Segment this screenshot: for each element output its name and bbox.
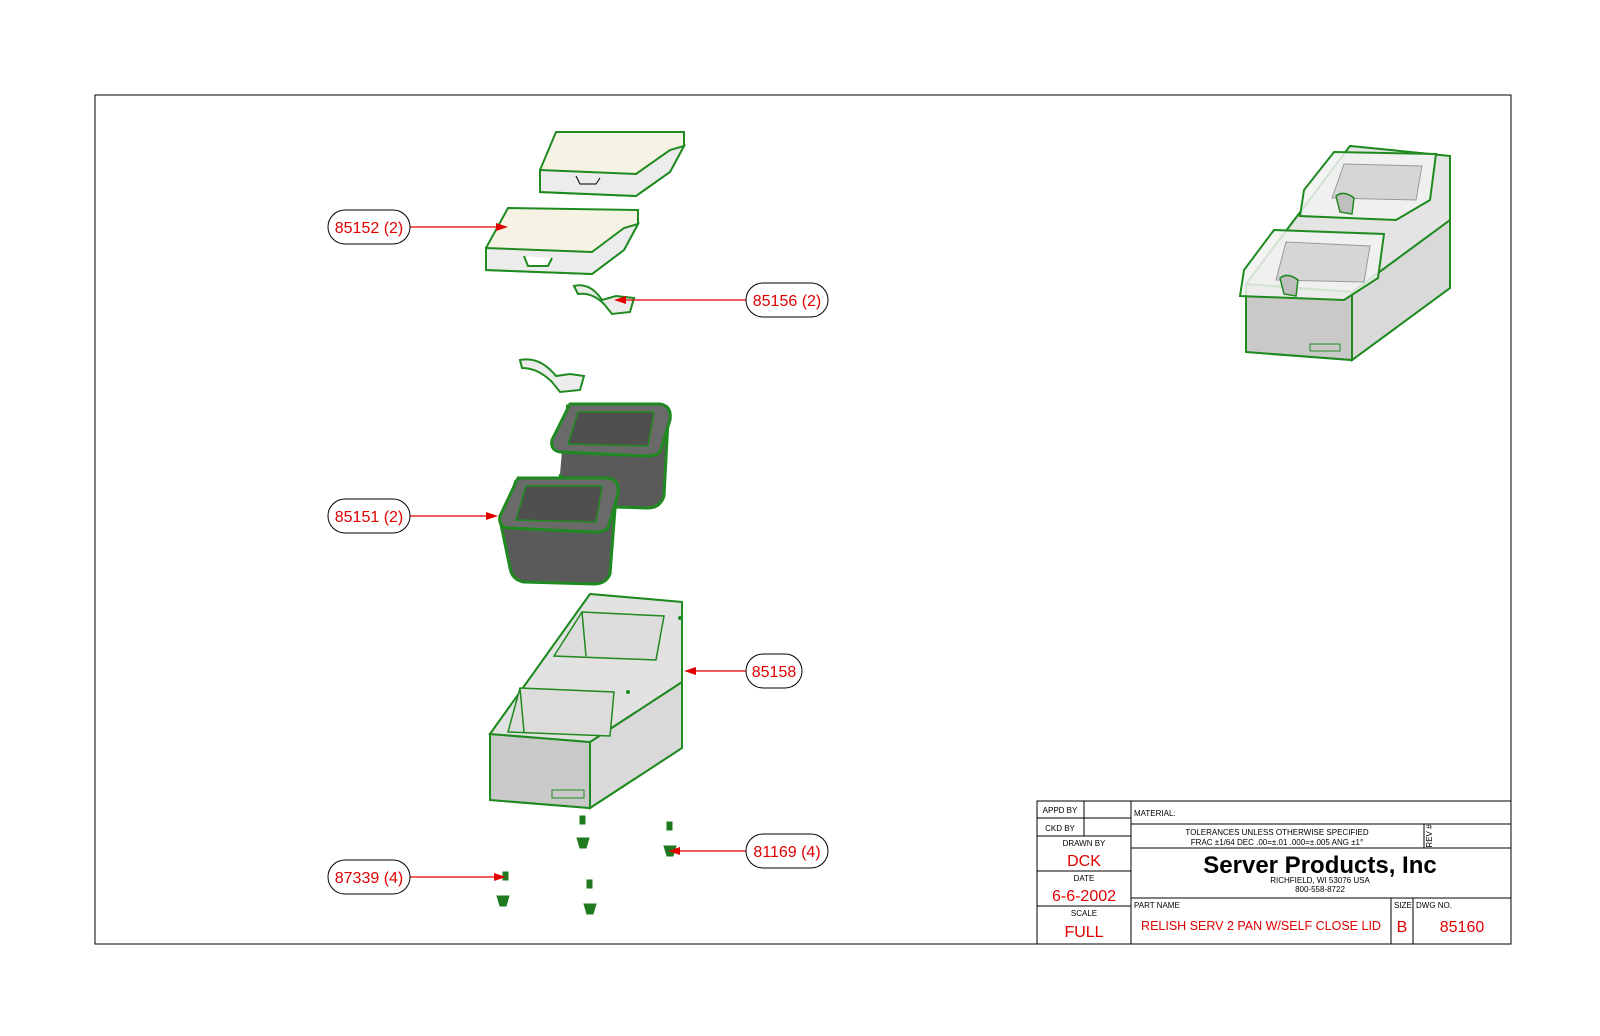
scale-value: FULL bbox=[1064, 924, 1103, 941]
company-address: RICHFIELD, WI 53076 USA bbox=[1270, 876, 1370, 885]
callout-leaders bbox=[410, 223, 746, 881]
drawn-by-label: DRAWN BY bbox=[1063, 839, 1106, 848]
material-label: MATERIAL: bbox=[1134, 809, 1176, 818]
tolerances-line1: TOLERANCES UNLESS OTHERWISE SPECIFIED bbox=[1185, 828, 1369, 837]
pan-front bbox=[498, 476, 620, 586]
drawn-by-value: DCK bbox=[1067, 853, 1101, 870]
callout-85151: 85151 (2) bbox=[327, 498, 411, 534]
company-phone: 800-558-8722 bbox=[1295, 885, 1345, 894]
date-value: 6-6-2002 bbox=[1052, 888, 1116, 905]
ckd-by-label: CKD BY bbox=[1045, 824, 1075, 833]
rev-label: REV # bbox=[1425, 824, 1434, 848]
callout-85152: 85152 (2) bbox=[327, 209, 411, 245]
size-value: B bbox=[1397, 919, 1408, 936]
feet bbox=[496, 815, 677, 915]
callout-label: 85152 (2) bbox=[335, 220, 404, 237]
appd-by-label: APPD BY bbox=[1043, 806, 1078, 815]
lid-lower bbox=[485, 206, 641, 276]
part-name-value: RELISH SERV 2 PAN W/SELF CLOSE LID bbox=[1141, 919, 1381, 933]
sheet-border bbox=[94, 94, 1512, 945]
part-name-label: PART NAME bbox=[1134, 901, 1180, 910]
callout-87339: 87339 (4) bbox=[327, 859, 411, 895]
base-housing bbox=[488, 592, 683, 810]
lid-handle-lower bbox=[518, 358, 586, 394]
size-label: SIZE bbox=[1394, 901, 1412, 910]
lid-upper bbox=[539, 131, 687, 198]
assembled-view bbox=[1238, 144, 1451, 362]
callout-label: 81169 (4) bbox=[753, 844, 820, 861]
callout-label: 87339 (4) bbox=[335, 870, 404, 887]
lid-handle-upper bbox=[572, 284, 636, 316]
callout-85158: 85158 bbox=[745, 653, 803, 689]
callout-85156: 85156 (2) bbox=[745, 282, 829, 318]
scale-label: SCALE bbox=[1071, 909, 1097, 918]
dwg-no-value: 85160 bbox=[1440, 919, 1485, 936]
date-label: DATE bbox=[1074, 874, 1095, 883]
company-name: Server Products, Inc bbox=[1203, 852, 1436, 879]
callout-label: 85156 (2) bbox=[753, 293, 822, 310]
tolerances-line2: FRAC ±1/64 DEC .00=±.01 .000=±.005 ANG ±… bbox=[1191, 838, 1363, 847]
exploded-view bbox=[485, 131, 687, 915]
title-block: APPD BY CKD BY DRAWN BY DCK DATE 6-6-200… bbox=[1036, 800, 1512, 945]
callout-label: 85151 (2) bbox=[335, 509, 404, 526]
callout-label: 85158 bbox=[752, 664, 797, 681]
dwg-no-label: DWG NO. bbox=[1416, 901, 1452, 910]
callout-81169: 81169 (4) bbox=[745, 833, 829, 869]
